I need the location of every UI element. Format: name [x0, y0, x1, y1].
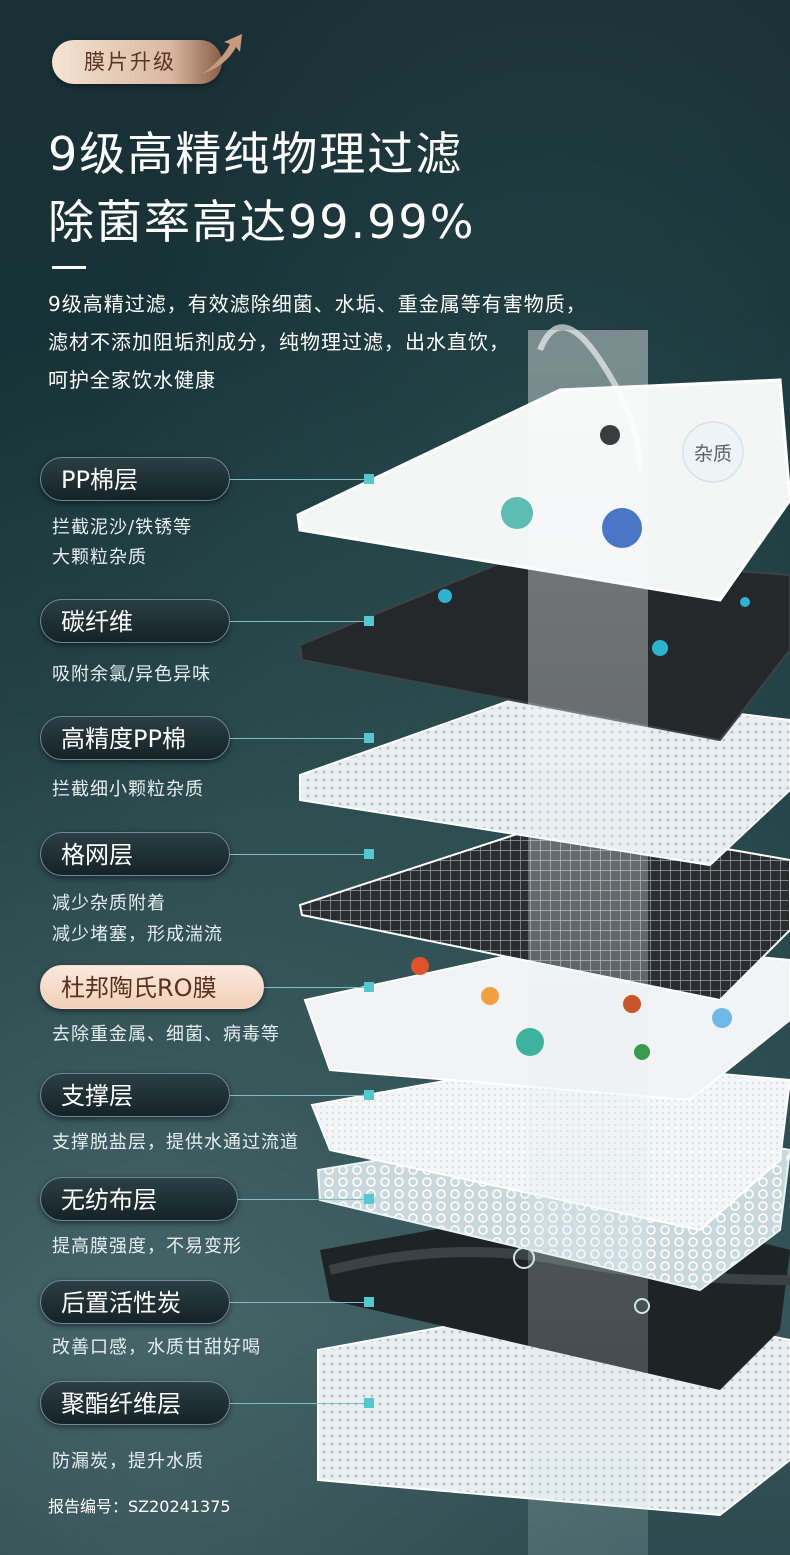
- connector-line: [230, 1302, 370, 1303]
- layer-desc: 支撑脱盐层，提供水通过流道: [52, 1132, 299, 1153]
- bacteria-icon: [516, 1028, 544, 1056]
- layer-label-carbon-fiber: 碳纤维: [40, 599, 230, 643]
- connector-line: [230, 1095, 370, 1096]
- connector-dot: [364, 1398, 374, 1408]
- bacteria-icon: [501, 497, 533, 529]
- report-number: 报告编号：SZ20241375: [48, 1497, 231, 1516]
- layer-label-ro-membrane: 杜邦陶氏RO膜: [40, 965, 264, 1009]
- connector-dot: [364, 982, 374, 992]
- layer-desc: 提高膜强度，不易变形: [52, 1236, 242, 1257]
- bacteria-icon: [634, 1044, 650, 1060]
- particle-blue: [652, 640, 668, 656]
- connector-line: [264, 987, 370, 988]
- connector-dot: [364, 733, 374, 743]
- connector-dot: [364, 1090, 374, 1100]
- connector-line: [230, 738, 370, 739]
- arrow-up-icon: [202, 34, 242, 74]
- divider: [52, 266, 86, 269]
- layer-label-nonwoven: 无纺布层: [40, 1177, 238, 1221]
- layer-desc: 去除重金属、细菌、病毒等: [52, 1024, 280, 1045]
- bacteria-icon: [602, 508, 642, 548]
- layer-desc: 减少杂质附着: [52, 893, 166, 914]
- layer-desc: 吸附余氯/异色异味: [52, 664, 212, 685]
- connector-line: [230, 1403, 370, 1404]
- connector-dot: [364, 474, 374, 484]
- particle-dark: [600, 425, 620, 445]
- connector-line: [238, 1199, 370, 1200]
- particle-blue: [438, 589, 452, 603]
- bacteria-icon: [481, 987, 499, 1005]
- layer-label-pp-fine: 高精度PP棉: [40, 716, 230, 760]
- description-line-1: 9级高精过滤，有效滤除细菌、水垢、重金属等有害物质，: [48, 292, 587, 316]
- bubble-icon: [634, 1298, 650, 1314]
- layer-desc: 改善口感，水质甘甜好喝: [52, 1337, 261, 1358]
- layer-label-polyester: 聚酯纤维层: [40, 1381, 230, 1425]
- bacteria-icon: [411, 957, 429, 975]
- connector-dot: [364, 616, 374, 626]
- layer-label-support: 支撑层: [40, 1073, 230, 1117]
- layer-desc: 拦截泥沙/铁锈等: [52, 517, 193, 538]
- layer-desc: 拦截细小颗粒杂质: [52, 779, 204, 800]
- bacteria-icon: [623, 995, 641, 1013]
- impurity-tag: 杂质: [694, 443, 732, 465]
- description-line-2: 滤材不添加阻垢剂成分，纯物理过滤，出水直饮，: [48, 330, 510, 354]
- connector-line: [230, 854, 370, 855]
- connector-line: [230, 621, 370, 622]
- connector-dot: [364, 1194, 374, 1204]
- description-line-3: 呵护全家饮水健康: [48, 368, 216, 392]
- layer-desc: 防漏炭，提升水质: [52, 1451, 204, 1472]
- impurity-bubble: [682, 421, 744, 483]
- layer-label-pp-cotton: PP棉层: [40, 457, 230, 501]
- connector-dot: [364, 1297, 374, 1307]
- particle-blue: [740, 597, 750, 607]
- headline-line-2: 除菌率高达99.99%: [48, 195, 476, 249]
- layer-label-mesh: 格网层: [40, 832, 230, 876]
- headline-line-1: 9级高精纯物理过滤: [48, 127, 464, 181]
- upgrade-badge: 膜片升级: [52, 40, 222, 84]
- layer-desc: 大颗粒杂质: [52, 547, 147, 568]
- layer-desc: 减少堵塞，形成湍流: [52, 924, 223, 945]
- layer-label-carbon-post: 后置活性炭: [40, 1280, 230, 1324]
- bubble-icon: [513, 1247, 535, 1269]
- connector-line: [230, 479, 370, 480]
- badge-label: 膜片升级: [84, 50, 176, 74]
- connector-dot: [364, 849, 374, 859]
- bacteria-icon: [712, 1008, 732, 1028]
